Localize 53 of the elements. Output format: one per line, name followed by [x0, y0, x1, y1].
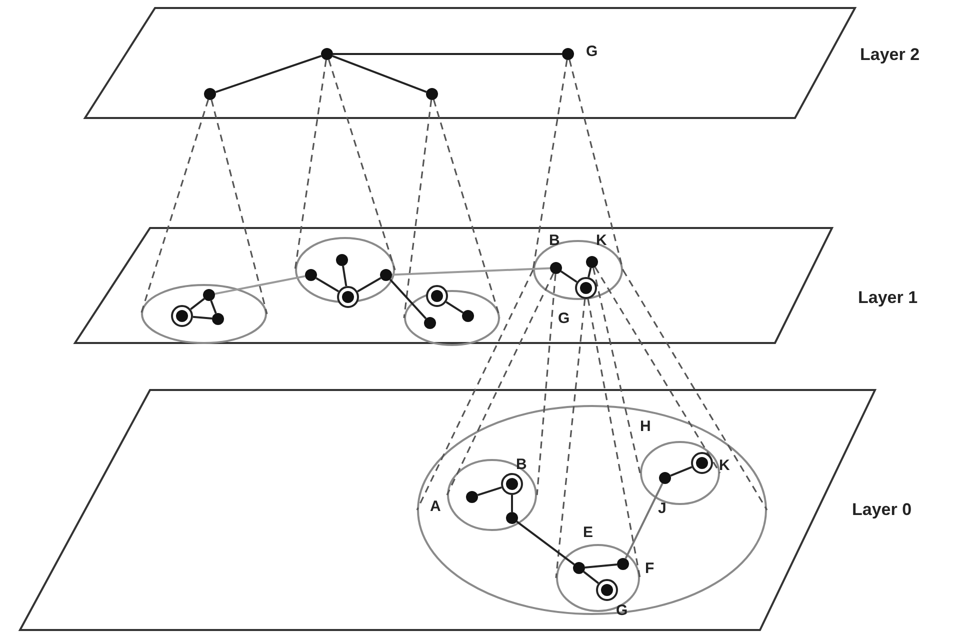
projection-line — [446, 273, 554, 496]
projection-line — [587, 298, 641, 578]
graph-edge — [357, 277, 382, 292]
projection-line — [568, 60, 624, 270]
graph-edge — [192, 316, 212, 320]
graph-edge — [670, 466, 692, 477]
projection-line — [532, 60, 568, 270]
graph-edge — [342, 266, 348, 286]
layer-label: Layer 1 — [858, 288, 918, 308]
projection-line — [328, 59, 396, 270]
projection-line — [536, 274, 556, 496]
graph-edge — [477, 486, 502, 496]
vertex-label: E — [583, 525, 594, 540]
graph-edge — [190, 298, 205, 310]
graph-edge — [588, 268, 592, 278]
projection-line — [594, 266, 721, 474]
graph-edge — [392, 267, 550, 276]
graph-edge — [583, 570, 600, 584]
projection-line — [210, 100, 268, 314]
projection-line — [416, 270, 534, 510]
layer-label: Layer 2 — [860, 45, 920, 65]
graph-edge — [584, 564, 618, 568]
graph-edge — [316, 277, 340, 292]
graph-edge — [511, 495, 513, 512]
graph-edge — [624, 482, 664, 560]
projection-line — [403, 100, 432, 318]
vertex-label: J — [658, 501, 666, 516]
graph-edge — [446, 301, 464, 314]
projection-line — [622, 270, 768, 510]
projection-line — [555, 298, 586, 578]
vertex-label: B — [516, 457, 527, 472]
graph-edge — [389, 278, 427, 320]
graph-edge — [210, 300, 217, 314]
vertex-label: G — [616, 603, 628, 618]
vertex-label: K — [719, 458, 730, 473]
projection-line — [592, 268, 641, 474]
graph-edge — [516, 520, 575, 566]
graph-edge — [332, 55, 427, 93]
graph-edge — [333, 53, 562, 55]
vertex-label: F — [645, 561, 654, 576]
layer-label: Layer 0 — [852, 500, 912, 520]
graph-edge — [214, 275, 306, 295]
graph-edge — [215, 54, 322, 94]
vertex-label: G — [558, 311, 570, 326]
projection-line — [140, 99, 209, 314]
vertex-label: A — [430, 499, 441, 514]
vertex-label: H — [640, 419, 651, 434]
projection-line — [432, 99, 501, 318]
graph-edge — [560, 270, 578, 283]
projection-line — [294, 60, 327, 270]
vertex-label: K — [596, 233, 607, 248]
vertex-label: G — [586, 44, 598, 59]
vertex-label: B — [549, 233, 560, 248]
